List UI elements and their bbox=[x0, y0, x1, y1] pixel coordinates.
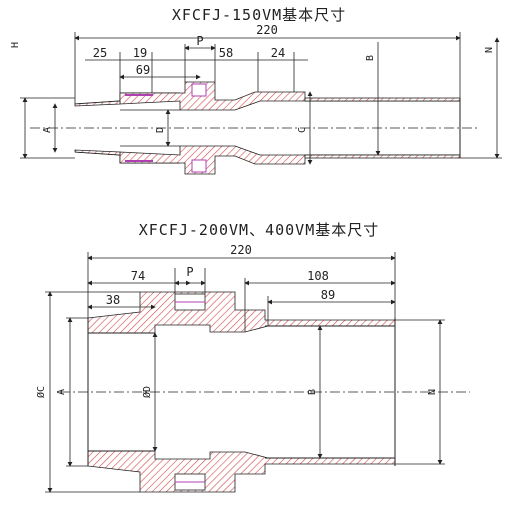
top-dim-b: B bbox=[365, 55, 376, 61]
top-seal-upper bbox=[125, 94, 153, 96]
top-dim-p: P bbox=[196, 34, 203, 48]
bottom-dim-overall: 220 bbox=[230, 243, 252, 257]
top-dim-69: 69 bbox=[136, 63, 150, 77]
top-body-upper-section bbox=[119, 81, 306, 111]
top-dim-n: N bbox=[484, 47, 495, 53]
bottom-dim-108: 108 bbox=[307, 269, 329, 283]
top-dim-58: 58 bbox=[219, 46, 233, 60]
top-dim-d: D bbox=[155, 127, 166, 133]
top-dim-24: 24 bbox=[271, 46, 285, 60]
top-clamp-bolt-lower bbox=[191, 159, 207, 173]
bottom-dim-d: ØD bbox=[141, 386, 153, 398]
top-pipe-wall-upper bbox=[304, 97, 461, 102]
bottom-dim-c: ØC bbox=[35, 386, 47, 398]
bottom-dim-89: 89 bbox=[321, 288, 335, 302]
bottom-dim-n: N bbox=[427, 389, 438, 395]
top-clamp-bolt bbox=[191, 83, 207, 97]
top-dim-19: 19 bbox=[133, 46, 147, 60]
top-spigot-upper bbox=[74, 100, 121, 107]
top-drawing: 220 25 19 58 24 P 69 H bbox=[10, 23, 502, 175]
top-dim-overall: 220 bbox=[256, 23, 278, 37]
bottom-drawing-title: XFCFJ-200VM、400VM基本尺寸 bbox=[138, 221, 380, 239]
top-pipe-wall-lower bbox=[304, 154, 461, 159]
bottom-dim-a: A bbox=[56, 389, 67, 395]
bottom-body-upper-section bbox=[87, 291, 396, 334]
bottom-dim-74: 74 bbox=[131, 269, 145, 283]
bottom-body-lower-section bbox=[87, 450, 396, 493]
top-dim-c: C bbox=[297, 127, 308, 133]
top-drawing-title: XFCFJ-150VM基本尺寸 bbox=[171, 6, 347, 24]
bottom-dim-38: 38 bbox=[106, 293, 120, 307]
top-dim-25: 25 bbox=[93, 46, 107, 60]
bottom-drawing: 220 74 P 108 38 89 ØC bbox=[35, 243, 470, 493]
bottom-dim-p: P bbox=[186, 265, 193, 279]
bottom-dim-b: B bbox=[307, 389, 318, 395]
top-spigot-lower bbox=[74, 149, 121, 156]
top-dim-h: H bbox=[10, 42, 21, 48]
top-body-lower-section bbox=[119, 145, 306, 175]
top-seal-lower bbox=[125, 160, 153, 162]
top-dim-a: A bbox=[42, 127, 53, 133]
